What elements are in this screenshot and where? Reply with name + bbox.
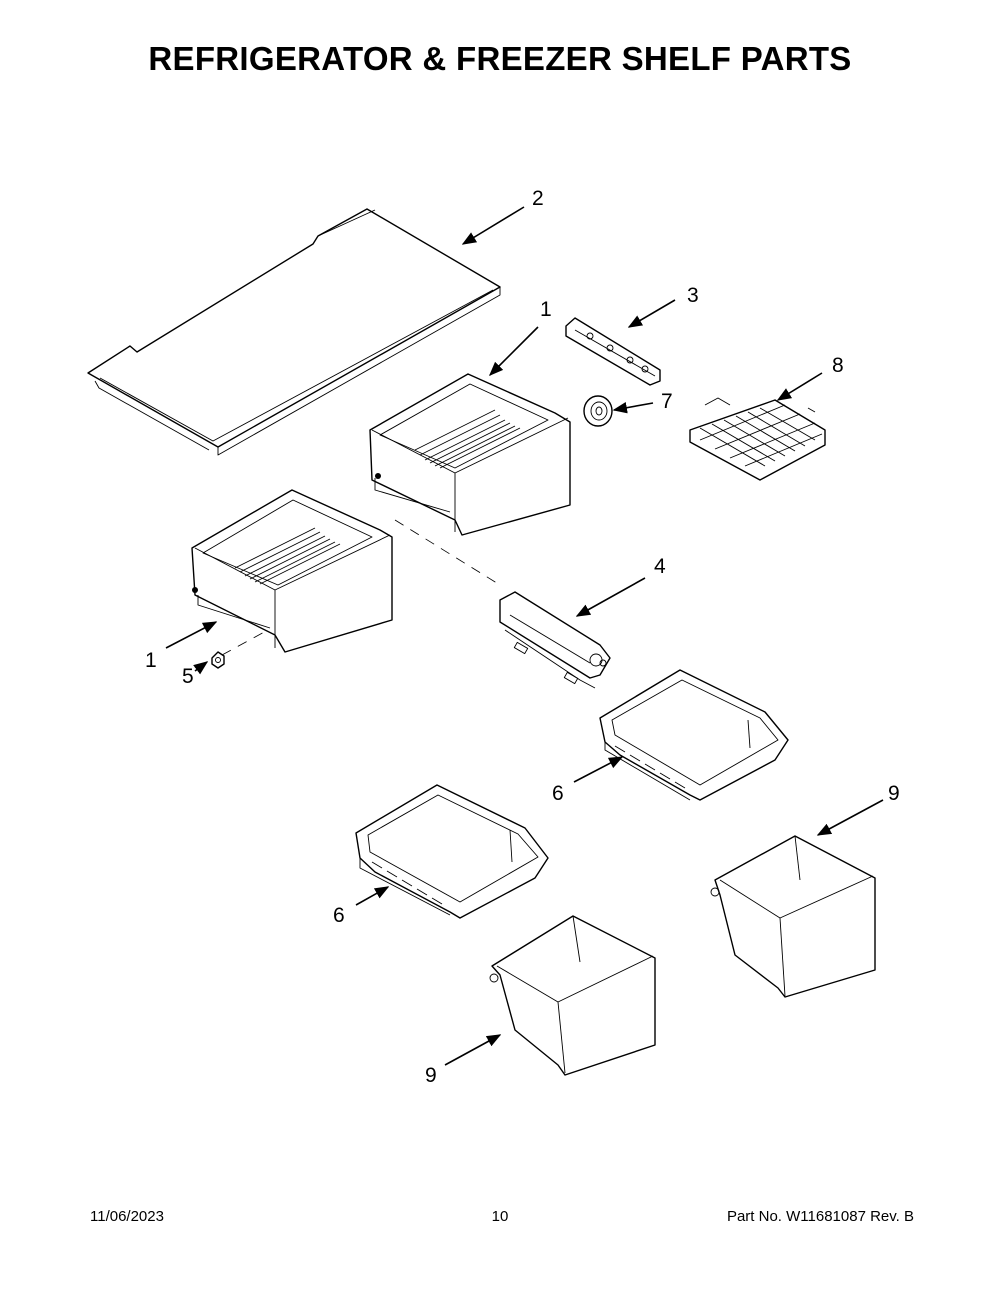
crisper-drawer-lower-part-1 — [191, 489, 393, 653]
alignment-dashed-line — [394, 519, 501, 586]
callout-3: 3 — [687, 284, 699, 307]
freezer-bin-lower-part-9 — [489, 915, 656, 1076]
wheel-part-7 — [583, 395, 613, 427]
footer-date: 11/06/2023 — [90, 1208, 164, 1225]
callout-2: 2 — [532, 187, 544, 210]
callout-7: 7 — [661, 390, 673, 413]
callout-arrows — [165, 206, 884, 1066]
callout-9-lower: 9 — [425, 1064, 437, 1087]
alignment-dashed-line-2 — [221, 629, 269, 656]
slide-assembly-part-4 — [499, 591, 611, 689]
fastener-part-5 — [211, 651, 225, 669]
page-title: REFRIGERATOR & FREEZER SHELF PARTS — [148, 40, 852, 77]
callout-5: 5 — [182, 665, 194, 688]
wire-basket-part-8 — [689, 397, 826, 481]
callout-6-lower: 6 — [333, 904, 345, 927]
crisper-drawer-upper-part-1 — [369, 373, 571, 536]
freezer-tray-lower-part-6 — [355, 784, 549, 919]
footer-page-number: 10 — [491, 1208, 509, 1225]
callout-8: 8 — [832, 354, 844, 377]
freezer-bin-right-part-9 — [710, 835, 876, 998]
callout-1-upper: 1 — [540, 298, 552, 321]
freezer-tray-upper-part-6 — [599, 669, 789, 801]
callout-4: 4 — [654, 555, 666, 578]
callout-9-right: 9 — [888, 782, 900, 805]
glass-shelf-part-2 — [87, 208, 501, 456]
footer-part-number: Part No. W11681087 Rev. B — [726, 1208, 914, 1225]
bracket-part-3 — [565, 317, 661, 386]
callout-6-upper: 6 — [552, 782, 564, 805]
callout-1-lower: 1 — [145, 649, 157, 672]
